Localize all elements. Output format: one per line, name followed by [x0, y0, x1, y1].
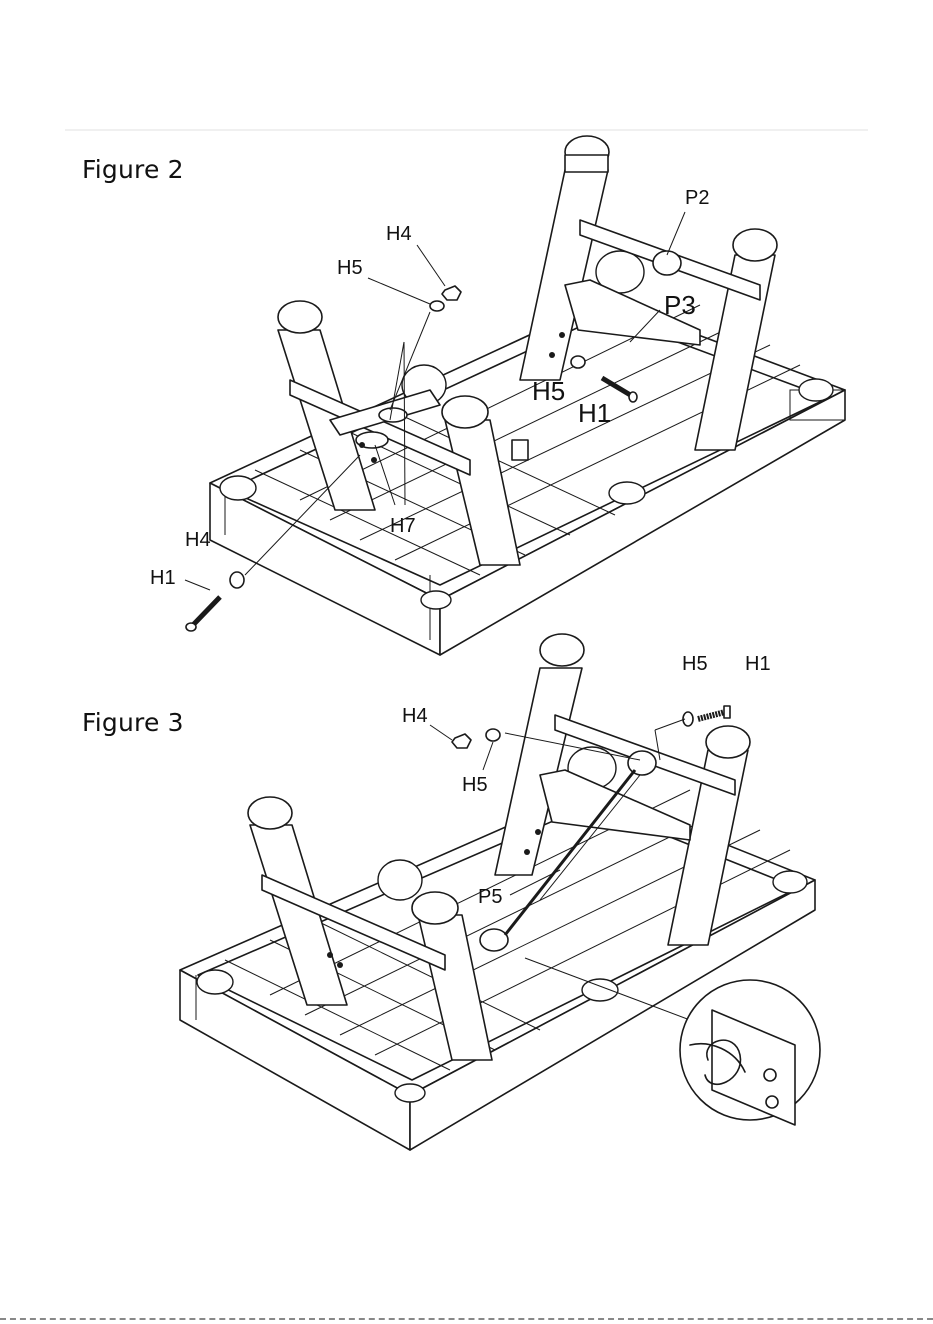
callout-h5-mid: H5: [532, 378, 565, 404]
callout-h5-fig3-right: H5: [682, 654, 708, 674]
callout-h4-left: H4: [185, 530, 211, 550]
figure-2-title: Figure 2: [82, 155, 184, 184]
callout-h1-left: H1: [150, 568, 176, 588]
callout-p3: P3: [664, 292, 696, 318]
callout-p5: P5: [478, 887, 502, 907]
callout-h7: H7: [390, 516, 416, 536]
callout-h1-mid: H1: [578, 400, 611, 426]
callout-h4: H4: [386, 224, 412, 244]
callout-h5: H5: [337, 258, 363, 278]
callout-h1-fig3: H1: [745, 654, 771, 674]
callout-h4-fig3: H4: [402, 706, 428, 726]
figure-2-drawing: [185, 136, 845, 655]
callout-h5-fig3-left: H5: [462, 775, 488, 795]
page-edge: [0, 1318, 933, 1320]
figure-3-title: Figure 3: [82, 708, 184, 737]
figure-3-detail-inset: [680, 980, 820, 1125]
callout-p2: P2: [685, 188, 709, 208]
